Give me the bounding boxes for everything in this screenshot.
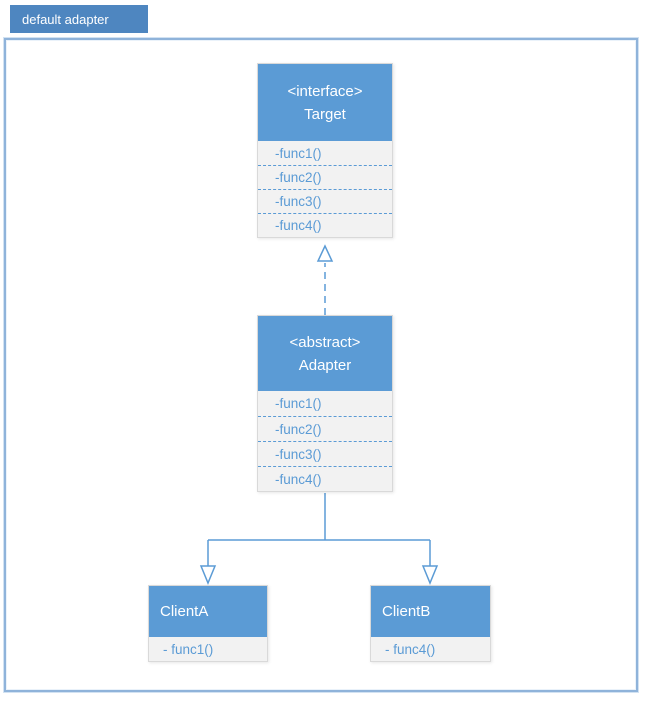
method-row: -func4() <box>258 466 392 491</box>
hollow-triangle-down-icon <box>199 565 217 585</box>
realization-connector-adapter-target[interactable] <box>316 244 334 315</box>
inheritance-connector-clienta[interactable] <box>199 540 217 585</box>
inheritance-connector-clientb[interactable] <box>421 540 439 585</box>
method-row: -func4() <box>258 213 392 237</box>
class-name: ClientA <box>160 603 209 620</box>
class-box-target[interactable]: <interface> Target -func1() -func2() -fu… <box>257 63 393 238</box>
class-box-adapter[interactable]: <abstract> Adapter -func1() -func2() -fu… <box>257 315 393 492</box>
method-row: -func3() <box>258 441 392 466</box>
stereotype-label: <interface> <box>287 82 363 100</box>
hollow-triangle-down-icon <box>421 565 439 585</box>
method-row: - func4() <box>385 641 436 657</box>
diagram-title: default adapter <box>22 11 109 27</box>
inheritance-connector-trunk[interactable] <box>208 493 430 541</box>
method-row: -func3() <box>258 189 392 213</box>
class-members-target: -func1() -func2() -func3() -func4() <box>258 141 392 237</box>
method-row: - func1() <box>163 641 214 657</box>
diagram-frame <box>4 38 638 692</box>
diagram-title-tab[interactable]: default adapter <box>10 5 148 33</box>
class-name: Target <box>304 105 346 123</box>
class-header-clientb: ClientB <box>371 586 490 637</box>
class-members-clientb: - func4() <box>371 637 490 661</box>
class-box-clientb[interactable]: ClientB - func4() <box>370 585 491 662</box>
method-row: -func2() <box>258 416 392 441</box>
hollow-triangle-up-icon <box>316 244 334 262</box>
inheritance-trunk-line <box>208 493 430 541</box>
class-box-clienta[interactable]: ClientA - func1() <box>148 585 268 662</box>
method-row: -func1() <box>275 396 322 411</box>
stereotype-label: <abstract> <box>289 333 361 351</box>
class-members-clienta: - func1() <box>149 637 267 661</box>
method-row: -func1() <box>275 145 322 161</box>
class-name: ClientB <box>382 603 431 620</box>
method-row: -func2() <box>258 165 392 189</box>
class-header-adapter: <abstract> Adapter <box>258 316 392 391</box>
class-name: Adapter <box>298 356 352 374</box>
class-members-adapter: -func1() -func2() -func3() -func4() <box>258 391 392 491</box>
class-header-target: <interface> Target <box>258 64 392 141</box>
class-header-clienta: ClientA <box>149 586 267 637</box>
